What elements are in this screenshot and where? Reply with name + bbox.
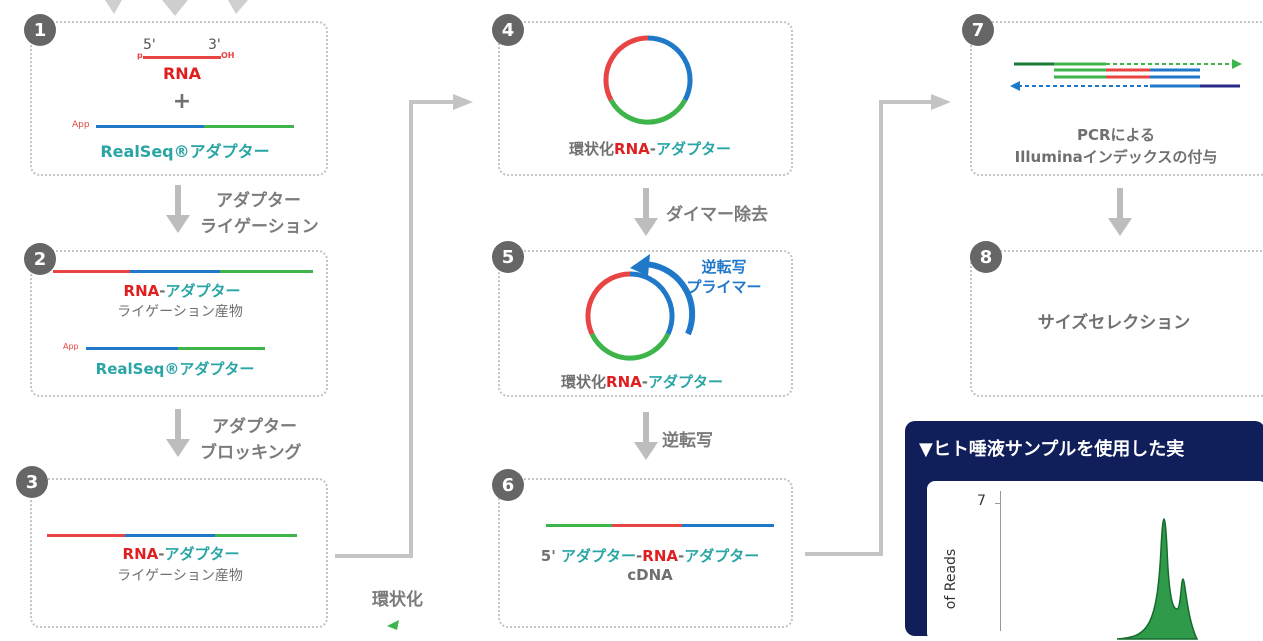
phosphate-label: p (137, 51, 143, 60)
pcr-strands-icon (1010, 59, 1242, 91)
step-5-label: 環状化RNA-アダプター (561, 373, 723, 391)
transition-adapter-ligation-line2: ライゲーション (200, 217, 319, 237)
step-8-label: サイズセレクション (1037, 313, 1191, 333)
step-2-adapter-green (178, 347, 265, 350)
step-2-blue-strand (130, 270, 220, 273)
transition-adapter-blocking-line2: ブロッキング (200, 443, 302, 463)
down-arrow-icon (166, 185, 190, 233)
step-1-box (30, 21, 328, 176)
down-arrow-icon (634, 188, 658, 236)
step-3-green-strand (215, 534, 297, 537)
step-5-badge: 5 (492, 241, 524, 273)
step-4-badge: 4 (492, 14, 524, 46)
result-panel: ▼ヒト唾液サンプルを使用した実 7 of Reads (905, 421, 1263, 641)
step-8-badge: 8 (970, 241, 1002, 273)
five-prime-label: 5' (143, 37, 156, 53)
step-3-box (30, 478, 328, 628)
result-panel-title: ▼ヒト唾液サンプルを使用した実 (919, 439, 1185, 460)
adapter-strand-green (204, 125, 294, 128)
cdna-label: cDNA (627, 566, 673, 584)
step-3-badge: 3 (16, 466, 48, 498)
step-1-rna-label: RNA (162, 64, 202, 83)
circular-template-icon (585, 271, 675, 361)
step-7-badge: 7 (962, 14, 994, 46)
partial-green-arrow-icon (387, 620, 399, 630)
step-8-box (970, 250, 1263, 397)
plus-sign: + (172, 89, 192, 114)
result-chart-area: 7 of Reads (927, 481, 1263, 641)
step-2-badge: 2 (24, 243, 56, 275)
y-axis-line (1000, 491, 1001, 631)
step-4-box (498, 21, 793, 176)
circular-rna-adapter-icon (603, 35, 693, 125)
step-1-adapter-label: RealSeq®アダプター (100, 142, 270, 161)
step-7-box (970, 21, 1263, 176)
step-3-blue-strand (125, 534, 215, 537)
transition-dimer-removal: ダイマー除去 (666, 205, 768, 225)
step-2-adapter-blue (86, 347, 178, 350)
top-arrows-icon (105, 0, 248, 16)
step-2-green-strand (220, 270, 313, 273)
connector-arrow-icon (335, 94, 473, 558)
app-label: App (72, 120, 90, 130)
down-arrow-icon (634, 412, 658, 460)
step-1-badge: 1 (24, 14, 56, 46)
y-axis-tick-mark (995, 503, 1000, 504)
primer-label-line1: 逆転写 (701, 258, 747, 276)
step-6-red-strand (612, 524, 682, 527)
transition-circularization: 環状化 (372, 590, 423, 610)
step-6-blue-strand (682, 524, 774, 527)
adapter-strand-blue (96, 125, 204, 128)
step-6-badge: 6 (492, 469, 524, 501)
step-2-product-label: ライゲーション産物 (117, 304, 243, 320)
three-prime-label: 3' (208, 37, 221, 53)
step-2-rna-strand (53, 270, 130, 273)
step-6-green-strand (546, 524, 612, 527)
step-7-label-line2: Illuminaインデックスの付与 (1014, 148, 1218, 166)
step-3-product-label: ライゲーション産物 (117, 568, 243, 584)
step-2-app-label: App (63, 342, 79, 351)
oh-label: OH (221, 51, 235, 60)
transition-reverse-transcription: 逆転写 (662, 431, 713, 451)
y-axis-label: of Reads (943, 548, 960, 610)
down-arrow-icon (166, 409, 190, 457)
transition-adapter-ligation-line1: アダプター (216, 191, 301, 211)
transition-adapter-blocking-line1: アダプター (212, 417, 297, 437)
step-2-product-name: RNA-アダプター (123, 282, 241, 300)
step-3-rna-strand (47, 534, 125, 537)
primer-arc-arrow-icon (630, 254, 696, 336)
y-axis-tick-7: 7 (977, 493, 986, 509)
down-arrow-icon (1108, 188, 1132, 236)
step-2-box (30, 250, 328, 397)
primer-label-line2: プライマー (686, 278, 762, 296)
step-3-product-name: RNA-アダプター (122, 545, 240, 563)
step-4-label: 環状化RNA-アダプター (569, 140, 731, 158)
step-2-realseq-label: RealSeq®アダプター (95, 360, 255, 378)
connector-arrow-icon (805, 94, 951, 556)
step-7-label-line1: PCRによる (1076, 126, 1156, 144)
step-6-label: 5' アダプター-RNA-アダプター (540, 547, 760, 565)
rna-strand (143, 56, 221, 59)
step-6-box (498, 478, 793, 628)
read-count-peak (1116, 518, 1199, 640)
